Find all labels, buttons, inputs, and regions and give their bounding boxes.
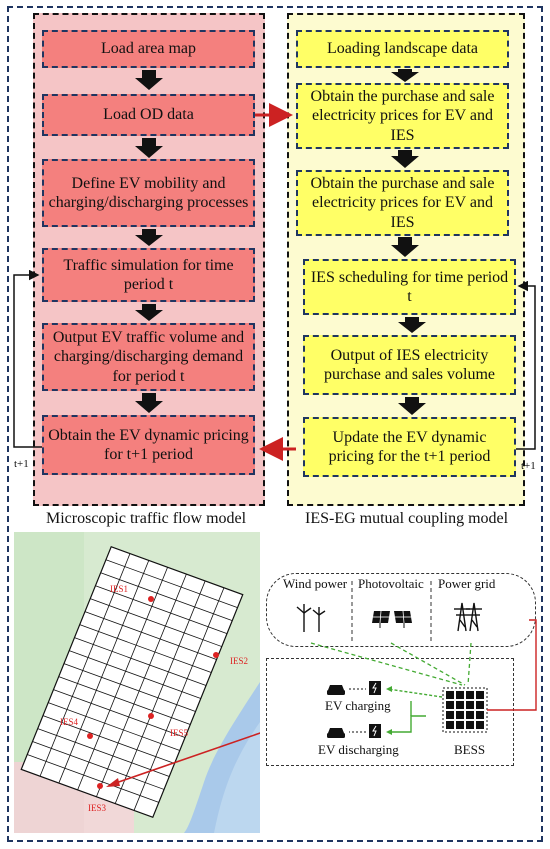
ev-charging-label: EV charging xyxy=(325,698,391,713)
left-down-arrows xyxy=(135,70,163,413)
map-label-ies5: IES5 xyxy=(170,728,188,738)
map-label-ies3: IES3 xyxy=(88,803,106,813)
traffic-flow-caption: Microscopic traffic flow model xyxy=(46,510,247,527)
step-obtain-prices-1: Obtain the purchase and sale electricity… xyxy=(296,83,509,149)
wind-power-label: Wind power xyxy=(283,576,348,591)
step-obtain-ev-pricing: Obtain the EV dynamic pricing for t+1 pe… xyxy=(42,415,255,475)
source-dividers xyxy=(351,581,432,643)
step-ies-scheduling: IES scheduling for time period t xyxy=(303,259,516,315)
wind-turbine-icon xyxy=(296,604,326,632)
right-down-arrows xyxy=(391,69,426,415)
car-icon-bottom xyxy=(327,728,345,738)
step-load-od-data: Load OD data xyxy=(42,94,255,136)
energy-sources-box xyxy=(266,573,536,647)
map-label-ies1: IES1 xyxy=(110,584,128,594)
bess-label: BESS xyxy=(454,742,486,757)
ev-discharging-label: EV discharging xyxy=(318,742,399,757)
power-tower-icon xyxy=(454,602,482,632)
flow-connectors xyxy=(13,69,536,461)
step-output-ies-volume: Output of IES electricity purchase and s… xyxy=(303,335,516,395)
outer-frame xyxy=(7,6,543,842)
map-label-ies4: IES4 xyxy=(60,717,78,727)
step-loading-landscape: Loading landscape data xyxy=(296,30,509,68)
charger-icon-bottom xyxy=(369,724,381,738)
step-define-ev-mobility: Define EV mobility and charging/discharg… xyxy=(42,159,255,227)
ies-eg-caption: IES-EG mutual coupling model xyxy=(305,510,509,527)
right-loop-label: t+1 xyxy=(521,460,536,472)
step-update-ev-pricing: Update the EV dynamic pricing for the t+… xyxy=(303,417,516,477)
photovoltaic-label: Photovoltaic xyxy=(358,576,424,591)
storage-graphics xyxy=(310,619,537,738)
step-output-ev-traffic: Output EV traffic volume and charging/di… xyxy=(42,323,255,391)
charger-icon-top xyxy=(369,681,381,695)
power-grid-label: Power grid xyxy=(438,576,496,591)
car-icon-top xyxy=(327,685,345,695)
bess-icon xyxy=(446,691,484,729)
step-traffic-simulation: Traffic simulation for time period t xyxy=(42,248,255,302)
step-obtain-prices-2: Obtain the purchase and sale electricity… xyxy=(296,170,509,236)
left-loop-label: t+1 xyxy=(14,458,29,470)
step-load-area-map: Load area map xyxy=(42,30,255,68)
city-map: IES1 IES2 IES3 IES4 IES5 xyxy=(14,532,260,833)
map-label-ies2: IES2 xyxy=(230,656,248,666)
map-graphic xyxy=(14,532,260,833)
solar-panel-icon xyxy=(372,610,412,628)
